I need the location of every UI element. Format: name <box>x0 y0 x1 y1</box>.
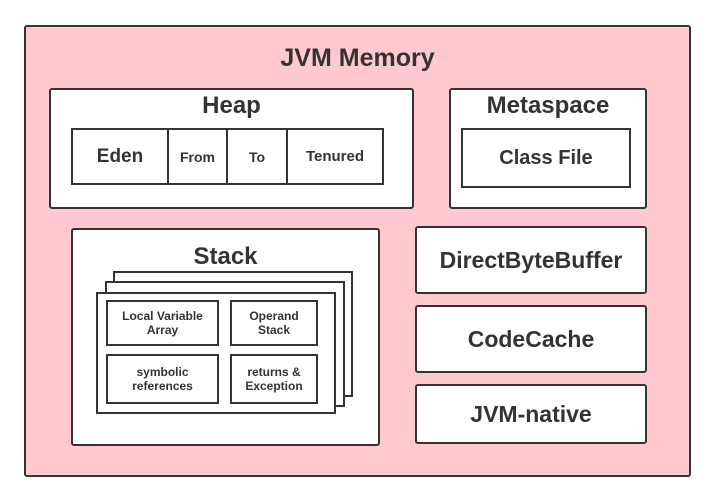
heap-region-tenured: Tenured <box>286 128 384 185</box>
code-cache-box: CodeCache <box>415 305 647 373</box>
heap-region-eden: Eden <box>71 128 169 185</box>
direct-byte-buffer-box: DirectByteBuffer <box>415 226 647 294</box>
operand-stack: Operand Stack <box>230 300 318 346</box>
metaspace-title: Metaspace <box>486 92 610 119</box>
local-variable-array: Local Variable Array <box>106 300 219 346</box>
symbolic-references: symbolic references <box>106 354 219 404</box>
jvm-native-box: JVM-native <box>415 384 647 444</box>
heap-region-to: To <box>226 128 288 185</box>
stack-title: Stack <box>193 243 258 270</box>
heap-title: Heap <box>202 92 261 119</box>
heap-region-from: From <box>167 128 228 185</box>
returns-exception: returns & Exception <box>230 354 318 404</box>
jvm-memory-title: JVM Memory <box>280 44 435 72</box>
metaspace-class-file: Class File <box>461 128 631 188</box>
